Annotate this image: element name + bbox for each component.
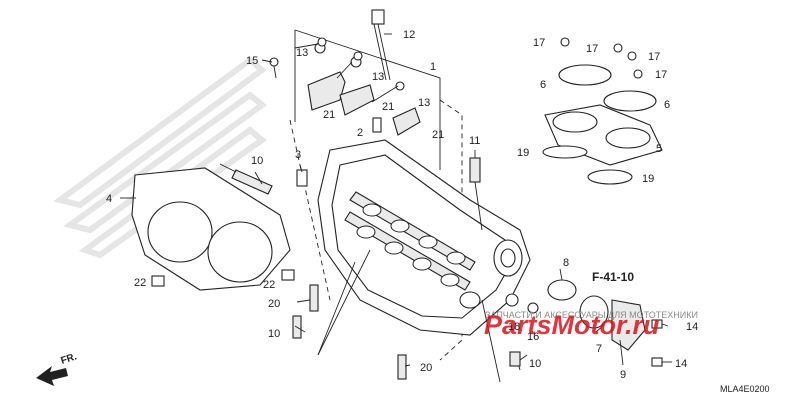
- leader-lines: [120, 33, 672, 383]
- callout-1: 1: [430, 61, 436, 73]
- callout-12: 12: [403, 29, 415, 41]
- callout-10: 10: [529, 358, 541, 370]
- thermostat-housing: [505, 279, 663, 371]
- callout-4: 4: [106, 193, 112, 205]
- watermark: ЗАПЧАСТИ И АКСЕССУАРЫ ДЛЯ МОТОТЕХНИКИ Pa…: [484, 310, 698, 340]
- callout-20: 20: [268, 298, 280, 310]
- callout-2: 2: [357, 127, 363, 139]
- callout-10: 10: [251, 155, 263, 167]
- cylinder-head: [317, 139, 531, 336]
- callout-numbers: 12 15 13 13 13 1 21 21 21 2 3 10 4 11 17…: [106, 29, 698, 381]
- insulator-assembly: [542, 37, 663, 185]
- callout-19: 19: [517, 147, 529, 159]
- callout-14: 14: [675, 358, 687, 370]
- callout-17: 17: [655, 69, 667, 81]
- callout-5: 5: [656, 143, 662, 155]
- callout-22: 22: [134, 277, 146, 289]
- callout-16: 16: [527, 331, 539, 343]
- front-label: FR.: [60, 351, 79, 367]
- callout-13: 13: [296, 47, 308, 59]
- diagram-code: MLA4E0200: [720, 384, 770, 394]
- callout-21: 21: [323, 109, 335, 121]
- callout-21: 21: [382, 101, 394, 113]
- callout-17: 17: [533, 37, 545, 49]
- callout-6: 6: [540, 79, 546, 91]
- callout-10: 10: [268, 328, 280, 340]
- head-gasket: [131, 167, 295, 291]
- callout-21: 21: [432, 129, 444, 141]
- watermark-logo: PartsMotor.ru: [484, 310, 660, 340]
- watermark-line: ЗАПЧАСТИ И АКСЕССУАРЫ ДЛЯ МОТОТЕХНИКИ: [485, 310, 698, 320]
- callout-7: 7: [596, 343, 602, 355]
- callout-17: 17: [648, 51, 660, 63]
- bolt-12: [371, 9, 391, 81]
- callout-19: 19: [642, 173, 654, 185]
- callout-17: 17: [586, 43, 598, 55]
- callout-20: 20: [420, 362, 432, 374]
- callout-13: 13: [372, 71, 384, 83]
- dowel-pins: [296, 117, 382, 187]
- section-reference: F-41-10: [592, 270, 634, 284]
- callout-11: 11: [469, 135, 480, 147]
- front-arrow: FR.: [36, 351, 78, 386]
- callout-13: 13: [418, 97, 430, 109]
- callout-9: 9: [620, 369, 626, 381]
- callout-18: 18: [508, 321, 520, 333]
- callout-6: 6: [664, 99, 670, 111]
- callout-14: 14: [686, 321, 698, 333]
- callout-8: 8: [563, 257, 569, 269]
- callout-15: 15: [246, 55, 258, 67]
- callout-3: 3: [295, 149, 301, 161]
- callout-22: 22: [263, 279, 275, 291]
